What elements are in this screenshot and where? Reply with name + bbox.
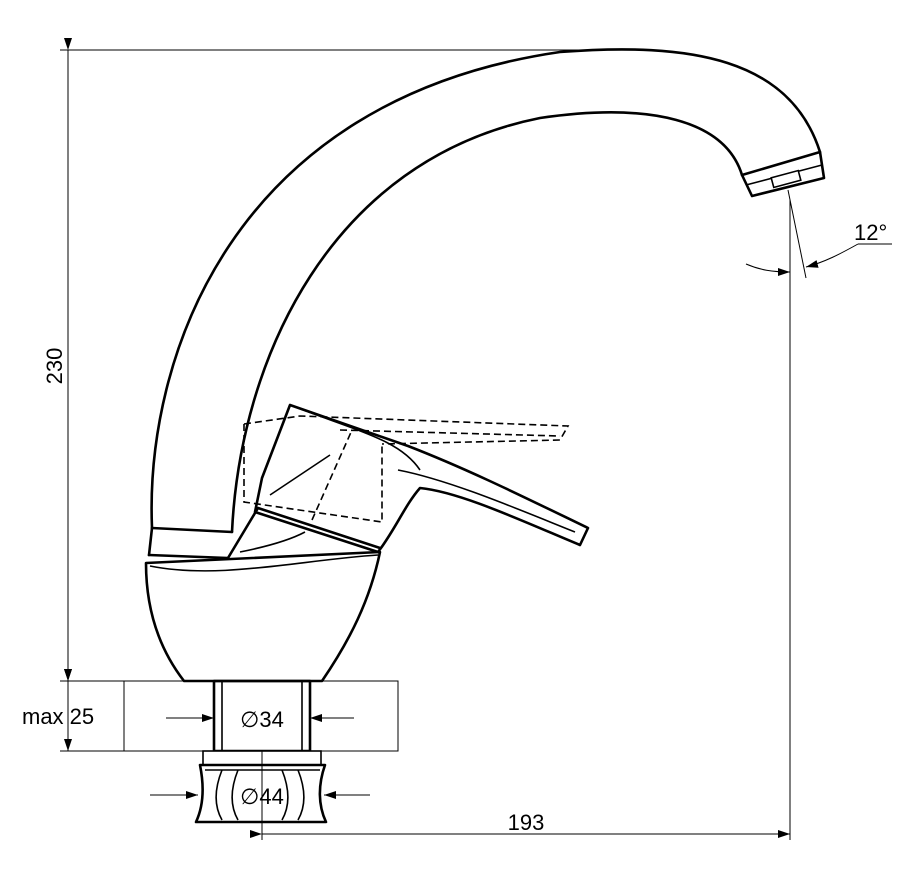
outer-diameter-dimension: ∅44 — [150, 784, 370, 809]
countertop-section — [60, 679, 399, 753]
height-dimension: 230 — [42, 38, 600, 681]
reach-dimension: 193 — [250, 200, 791, 840]
mounting-nut — [194, 750, 328, 824]
inner-diameter-label: ∅34 — [240, 707, 284, 732]
faucet-body — [144, 48, 826, 683]
thickness-dimension: max 25 — [22, 669, 94, 751]
angle-dimension: 12° — [745, 189, 892, 279]
thickness-label: max 25 — [22, 704, 94, 729]
reach-label: 193 — [508, 810, 545, 835]
height-label: 230 — [42, 348, 67, 385]
angle-label: 12° — [854, 220, 887, 245]
inner-diameter-dimension: ∅34 — [166, 707, 354, 732]
